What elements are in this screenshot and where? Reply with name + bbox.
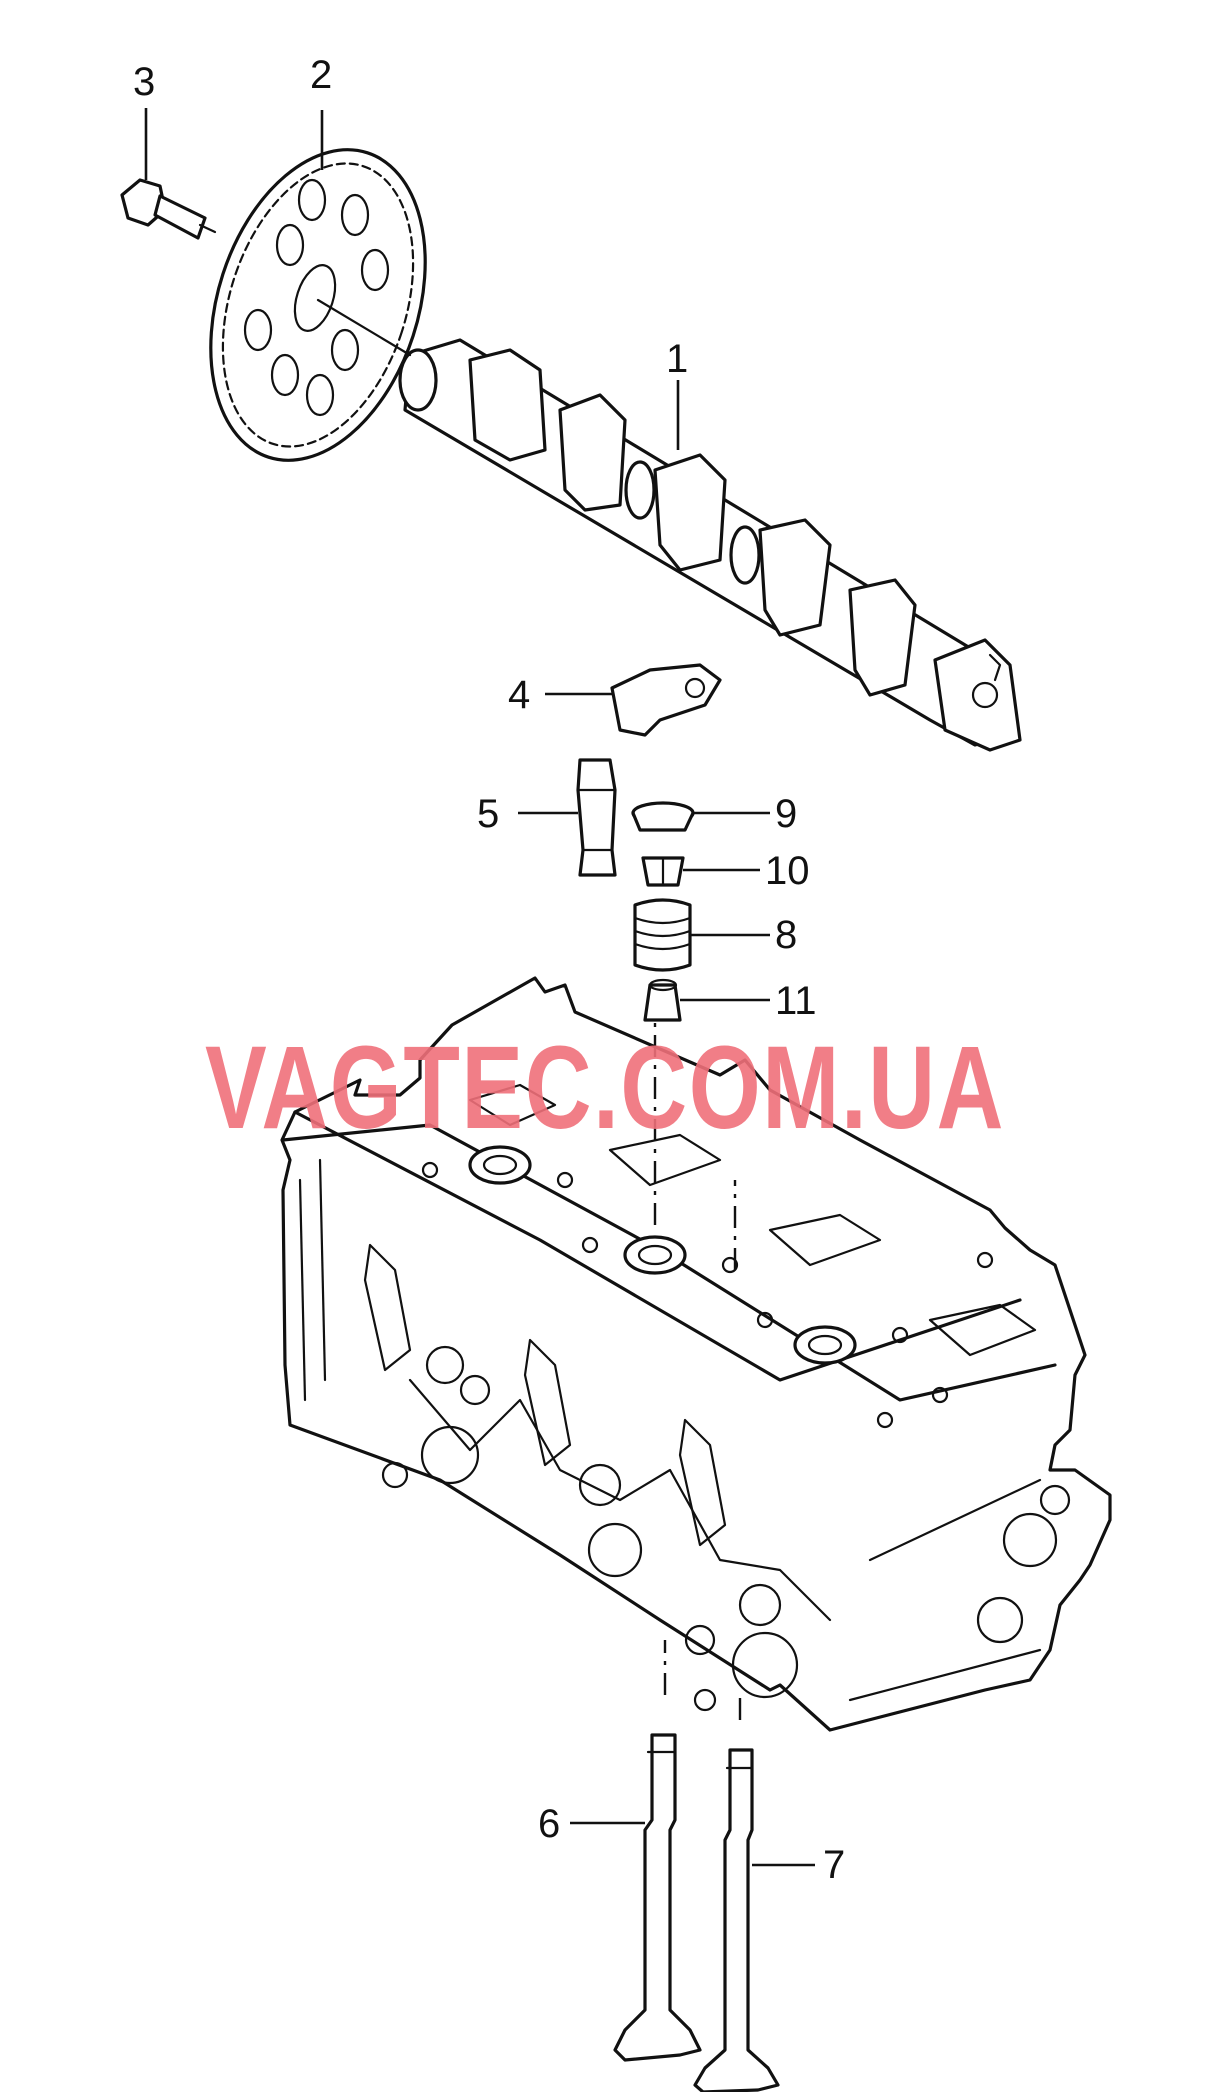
rocker-arm xyxy=(610,663,722,737)
callout-6: 6 xyxy=(538,1802,560,1846)
callout-9: 9 xyxy=(775,792,797,836)
camshaft-sprocket xyxy=(209,148,427,462)
leader-lines xyxy=(144,108,815,1867)
spring-retainer xyxy=(631,801,695,832)
exhaust-valve xyxy=(693,1748,780,2092)
valve-keepers xyxy=(641,856,685,887)
callout-10: 10 xyxy=(765,849,810,893)
callout-3: 3 xyxy=(133,60,155,104)
callout-5: 5 xyxy=(477,792,499,836)
callout-7: 7 xyxy=(823,1843,845,1887)
camshaft xyxy=(398,338,1022,752)
hydraulic-lifter xyxy=(576,758,617,877)
callout-4: 4 xyxy=(508,673,530,717)
cylinder-head xyxy=(280,976,1112,1732)
axis-lines xyxy=(653,1000,742,1720)
callout-2: 2 xyxy=(310,53,332,97)
callout-11: 11 xyxy=(775,979,817,1023)
callout-1: 1 xyxy=(666,337,688,381)
sprocket-bolt xyxy=(120,178,217,240)
callout-8: 8 xyxy=(775,913,797,957)
intake-valve xyxy=(613,1733,702,2062)
callout-labels: 1 2 3 4 5 6 7 8 9 10 11 xyxy=(133,53,845,1887)
valve-spring xyxy=(633,898,692,972)
valve-stem-seal xyxy=(643,978,682,1022)
watermark-text: VAGTEC.COM.UA xyxy=(205,1022,1005,1154)
